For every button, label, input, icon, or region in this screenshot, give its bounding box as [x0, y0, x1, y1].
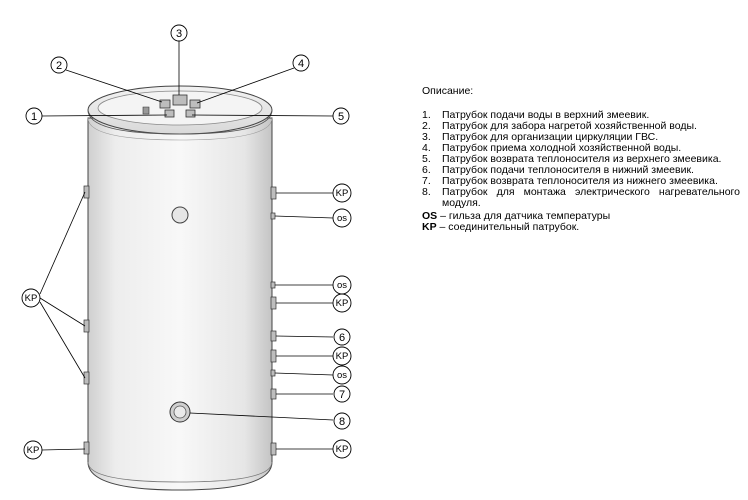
tank-top-inner: [97, 90, 263, 126]
left-nozzle: [83, 319, 90, 333]
kp-label-r1: KP: [336, 188, 349, 199]
item-number: 4.: [422, 142, 431, 154]
right-nozzle: [270, 349, 277, 363]
top-small-nozzle: [142, 106, 150, 115]
right-nozzle: [270, 281, 276, 289]
item-text: Патрубок возврата теплоносителя из верхн…: [442, 153, 722, 165]
callouts: [21, 24, 352, 460]
callout-8: [333, 412, 351, 430]
callout-kp-left-bottom: [23, 440, 43, 460]
callout-4-label: 4: [298, 58, 304, 70]
fitting-2: [159, 99, 171, 109]
item-text: Патрубок приема холодной хозяйственной в…: [442, 142, 682, 154]
list-item: 8. Патрубок для монтажа электрического на…: [422, 187, 740, 209]
right-nozzle: [270, 442, 277, 456]
item-number: 8.: [422, 186, 431, 198]
item-number: 1.: [422, 109, 431, 121]
list-item: 6. Патрубок подачи теплоносителя в нижний…: [422, 165, 740, 176]
legend-os: OS – гильза для датчика температуры: [422, 211, 740, 222]
callout-os-r3: [332, 365, 352, 385]
tank-bottom-rim: [87, 461, 273, 483]
fitting-1: [164, 109, 175, 118]
item-text: Патрубок для монтажа электрического нагр…: [442, 186, 740, 209]
item-text: Патрубок для забора нагретой хозяйственн…: [442, 120, 697, 132]
callout-3: [170, 24, 188, 42]
right-nozzle: [270, 330, 277, 342]
list-item: 2. Патрубок для забора нагретой хозяйстве…: [422, 121, 740, 132]
right-nozzle: [270, 369, 276, 377]
legend-kp: KP – соединительный патрубок.: [422, 222, 740, 233]
os-label-r1: os: [337, 213, 347, 224]
boiler-diagram: 3 2 4 1 5 6 7 8 KP KP KP os os KP KP os …: [21, 24, 352, 491]
description-panel: Описание: 1. Патрубок подачи воды в верхн…: [422, 86, 740, 233]
callout-kp-r2: [332, 293, 352, 313]
legend-os-abbr: OS: [422, 210, 438, 222]
description-title: Описание:: [422, 85, 474, 97]
item-number: 6.: [422, 164, 431, 176]
top-fittings: [142, 94, 201, 118]
fitting-4: [189, 99, 201, 109]
callout-5-label: 5: [338, 111, 344, 123]
callout-kp-r1: [332, 183, 352, 203]
left-nozzle: [83, 441, 90, 455]
left-nozzle: [83, 371, 90, 385]
legend: OS – гильза для датчика температуры KP –…: [422, 211, 740, 233]
list-item: 5. Патрубок возврата теплоносителя из вер…: [422, 154, 740, 165]
item-number: 3.: [422, 131, 431, 143]
kp-label-left-bottom: KP: [27, 445, 40, 456]
left-nozzle: [83, 185, 90, 199]
item-text: Патрубок подачи воды в верхний змеевик.: [442, 109, 650, 121]
os-label-r3: os: [337, 370, 347, 381]
fitting-3: [172, 94, 188, 106]
item-text: Патрубок для организации циркуляции ГВС.: [442, 131, 659, 143]
tank-top-band-2: [87, 117, 273, 141]
callout-2-label: 2: [56, 60, 62, 72]
right-nozzle: [270, 388, 277, 400]
list-item: 4. Патрубок приема холодной хозяйственной…: [422, 143, 740, 154]
heater-port-8-inner: [173, 405, 187, 419]
leader-lines: [39, 41, 334, 451]
item-text: Патрубок возврата теплоносителя из нижне…: [442, 175, 718, 187]
callout-6: [333, 328, 351, 346]
callout-kp-r4: [332, 439, 352, 459]
item-number: 2.: [422, 120, 431, 132]
legend-os-text: – гильза для датчика температуры: [437, 210, 611, 222]
front-port: [171, 206, 189, 224]
right-nozzle: [270, 212, 276, 220]
right-nozzle: [270, 186, 277, 200]
kp-label-left: KP: [25, 293, 38, 304]
callout-kp-left: [21, 288, 41, 308]
kp-label-r3: KP: [336, 351, 349, 362]
callout-7: [333, 385, 351, 403]
legend-kp-abbr: KP: [422, 221, 437, 233]
item-text: Патрубок подачи теплоносителя в нижний з…: [442, 164, 694, 176]
callout-3-label: 3: [176, 28, 182, 40]
legend-kp-text: – соединительный патрубок.: [436, 221, 580, 233]
callout-4: [292, 54, 310, 72]
callout-8-label: 8: [339, 416, 345, 428]
item-number: 5.: [422, 153, 431, 165]
callout-1-label: 1: [31, 111, 37, 123]
callout-6-label: 6: [339, 332, 345, 344]
callout-kp-r3: [332, 346, 352, 366]
item-number: 7.: [422, 175, 431, 187]
callout-5: [332, 107, 350, 125]
kp-label-r4: KP: [336, 444, 349, 455]
callout-2: [50, 56, 68, 74]
list-item: 7. Патрубок возврата теплоносителя из ниж…: [422, 176, 740, 187]
description-list: 1. Патрубок подачи воды в верхний змеевик…: [422, 110, 740, 209]
list-item: 1. Патрубок подачи воды в верхний змеевик…: [422, 110, 740, 121]
right-nozzle: [270, 296, 277, 310]
kp-label-r2: KP: [336, 298, 349, 309]
callout-1: [25, 107, 43, 125]
callout-os-r1: [332, 208, 352, 228]
callout-7-label: 7: [339, 389, 345, 401]
list-item: 3. Патрубок для организации циркуляции ГВ…: [422, 132, 740, 143]
tank-top-band: [87, 109, 273, 135]
tank-body: [87, 117, 273, 491]
os-label-r2: os: [337, 280, 347, 291]
fitting-5: [185, 109, 196, 118]
tank: [87, 85, 273, 491]
left-nozzles: [83, 185, 90, 455]
